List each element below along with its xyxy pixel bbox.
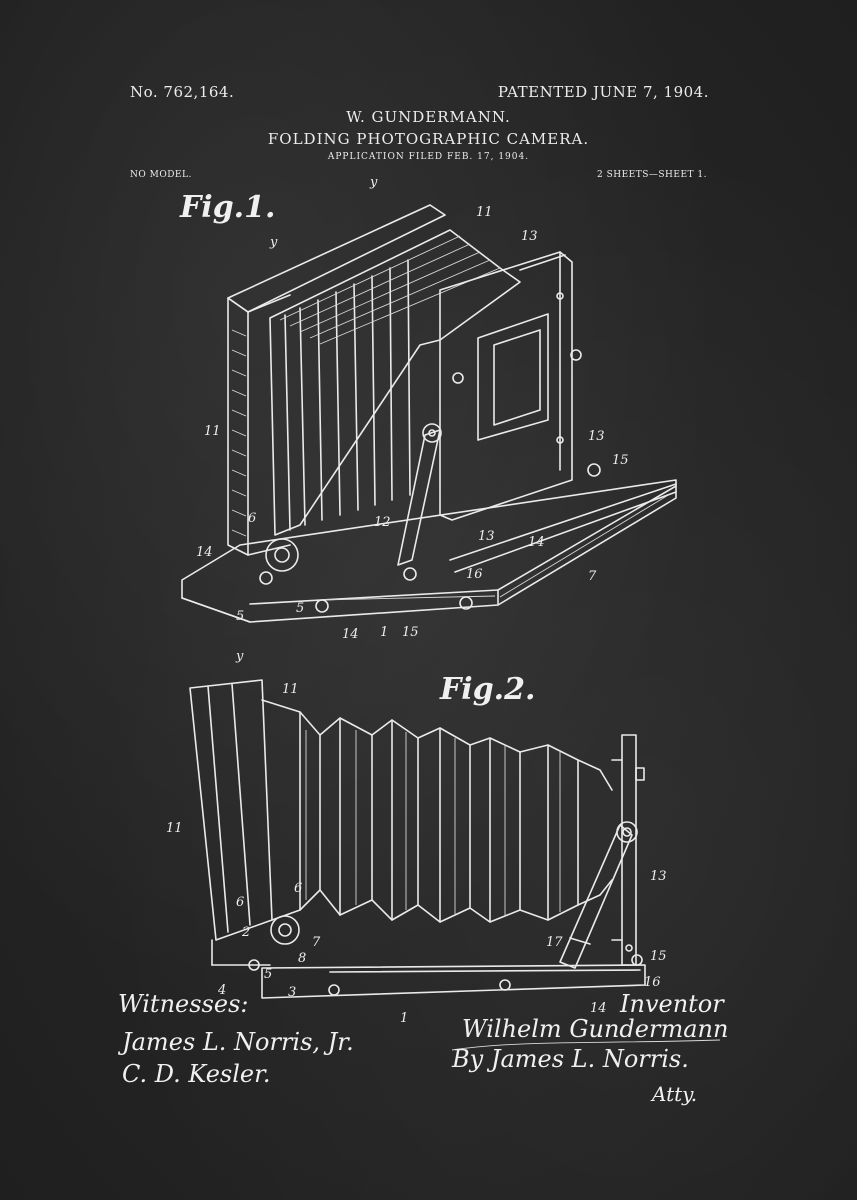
fig1-callout: 11: [204, 424, 221, 439]
fig2-front-standard: [611, 734, 645, 966]
fig1-callout: 13: [588, 429, 605, 444]
fig1-callout: 15: [612, 453, 629, 468]
fig2-callout: 15: [650, 949, 667, 964]
no-model-note: NO MODEL.: [130, 170, 192, 180]
fig1-callout: 5: [296, 601, 304, 616]
fig1-callout: 5: [236, 609, 244, 624]
fig2-callout: 5: [264, 967, 272, 982]
fig2-label: Fig.2.: [440, 672, 536, 707]
signature-flourish: [451, 1039, 721, 1051]
fig2-back-frame: [189, 679, 273, 941]
fig1-bellows: [269, 229, 521, 536]
fig1-label: Fig.1.: [180, 190, 276, 225]
fig2-callout: 3: [288, 985, 296, 1000]
fig2-callout: 8: [298, 951, 306, 966]
fig1-callout: 14: [528, 535, 545, 550]
attorney-signature: By James L. Norris.: [452, 1045, 689, 1073]
fig1-callout: 12: [374, 515, 391, 530]
fig2-callouts: y 11 11 13 6 6 2 7 8 17 15 4 5 3 16 1 14: [166, 649, 667, 1026]
fig1-callout: 1: [380, 625, 388, 640]
sheet-count: 2 SHEETS—SHEET 1.: [596, 170, 707, 180]
fig2-base: [248, 915, 646, 999]
inventor-label: Inventor: [620, 990, 724, 1018]
fig1-callout: 14: [196, 545, 213, 560]
fig2-callout: 4: [217, 983, 226, 998]
fig1-back-frame-side: [227, 297, 249, 556]
fig1-callout: 11: [476, 205, 493, 220]
application-filed: APPLICATION FILED FEB. 17, 1904.: [327, 152, 530, 162]
fig1-callout: 16: [466, 567, 483, 582]
fig2-callout: 11: [282, 682, 299, 697]
fig1-strut: [397, 423, 442, 581]
fig1-callout: 13: [521, 229, 538, 244]
fig1-baseboard: [181, 479, 677, 623]
patent-date: PATENTED JUNE 7, 1904.: [497, 83, 709, 101]
fig2-callout: 7: [312, 935, 321, 950]
inventor-name: W. GUNDERMANN.: [346, 108, 511, 126]
fig2-callout: y: [235, 649, 244, 664]
fig1-hinge: [259, 463, 601, 613]
fig2-callout: 11: [166, 821, 183, 836]
inventor-signature: Wilhelm Gundermann: [462, 1015, 729, 1043]
fig1-front-standard: [439, 251, 582, 521]
fig2-callout: 6: [236, 895, 244, 910]
patent-number: No. 762,164.: [130, 83, 235, 101]
witness-signature-2: C. D. Kesler.: [122, 1060, 271, 1088]
fig2-callout: 13: [650, 869, 667, 884]
fig2-callout: 17: [546, 935, 563, 950]
fig2-callout: 1: [400, 1011, 408, 1026]
fig2-callout: 16: [644, 975, 661, 990]
fig1-callout: y: [369, 175, 378, 190]
fig1-callout: y: [269, 235, 278, 250]
witnesses-label: Witnesses:: [118, 990, 249, 1018]
fig1-callout: 7: [588, 569, 597, 584]
attorney-label: Atty.: [652, 1082, 698, 1106]
fig2-bellows: [261, 699, 613, 923]
fig2-callout: 2: [241, 925, 250, 940]
fig1-callout: 14: [342, 627, 359, 642]
fig1-drawing: y 11 y 13 11 13 15 6 12 14 13 14 7 16 5 …: [181, 175, 677, 642]
witness-signature-1: James L. Norris, Jr.: [122, 1028, 354, 1056]
invention-title: FOLDING PHOTOGRAPHIC CAMERA.: [267, 130, 590, 148]
fig1-callout: 6: [248, 511, 256, 526]
fig1-callout: 15: [402, 625, 419, 640]
fig2-drawing: y 11 11 13 6 6 2 7 8 17 15 4 5 3 16 1 14: [166, 649, 721, 1051]
fig1-callout: 13: [478, 529, 495, 544]
fig2-strut: [559, 821, 638, 969]
fig1-callouts: y 11 y 13 11 13 15 6 12 14 13 14 7 16 5 …: [196, 175, 629, 642]
fig2-callout: 6: [294, 881, 302, 896]
fig2-callout: 14: [590, 1001, 607, 1016]
